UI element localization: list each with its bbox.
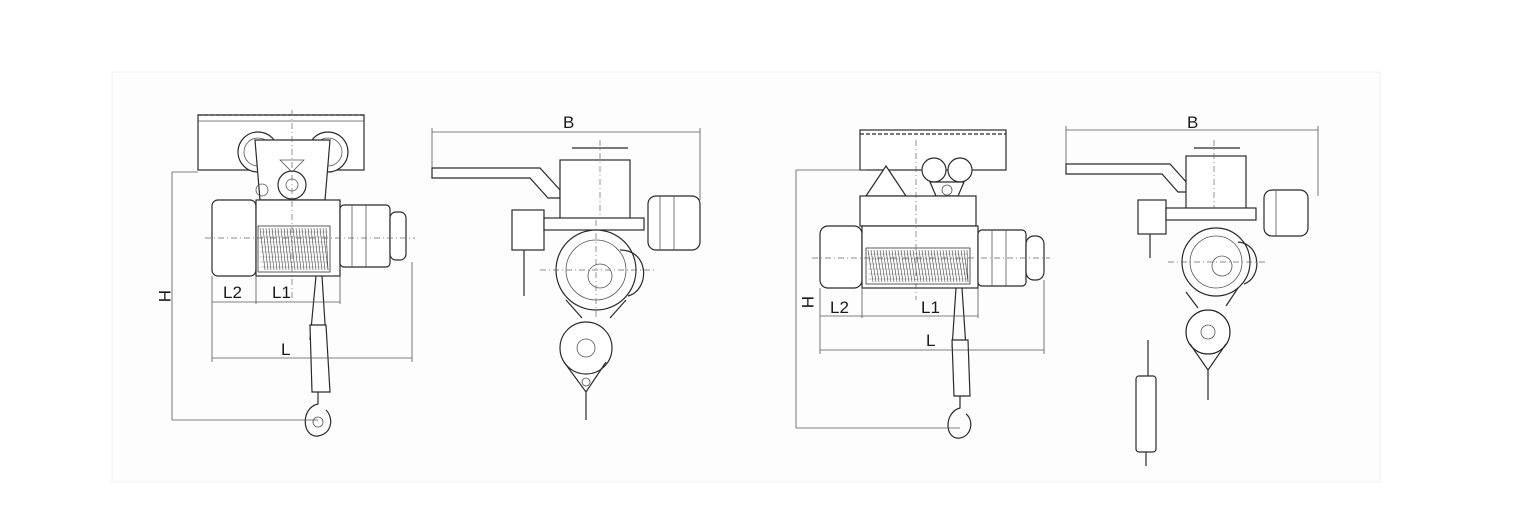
hook-block <box>309 324 331 393</box>
drum-rope-strand <box>286 227 293 271</box>
drum-rope-strand <box>313 227 320 271</box>
drum-rope-strand <box>915 249 922 283</box>
i-beam <box>859 129 1007 171</box>
drum-rope-strand <box>283 227 290 271</box>
drum-rope-strand <box>262 227 269 271</box>
drum-rope-strand <box>316 227 323 271</box>
hook <box>947 396 972 439</box>
drum-rope-strand <box>942 249 949 283</box>
drum-rope-strand <box>909 249 916 283</box>
trolley-side <box>559 159 631 221</box>
drum-rope-strand <box>966 249 969 283</box>
drum-rope-strand <box>930 249 937 283</box>
drum-rope-strand <box>918 249 925 283</box>
drum-rope-strand <box>322 227 329 271</box>
drum-rope-strand <box>924 249 931 283</box>
drum-rope-strand <box>876 249 883 283</box>
dim-label-l2: L2 <box>223 283 242 302</box>
drum-rope-strand <box>903 249 910 283</box>
drum-rope-strand <box>939 249 946 283</box>
controller-box <box>511 209 545 251</box>
beam-flange <box>431 167 561 199</box>
drum-rope-strand <box>963 249 969 283</box>
drum-rope-strand <box>933 249 940 283</box>
dim-label-width: B <box>563 113 574 132</box>
trolley-wheel-left <box>921 157 947 183</box>
drum-rope-strand <box>888 249 895 283</box>
drum-rope-strand <box>885 249 892 283</box>
dim-label-l2: L2 <box>830 298 849 317</box>
drum-rope-strand <box>891 249 898 283</box>
dim-label-length: L <box>926 331 935 350</box>
drum-rope-strand <box>912 249 919 283</box>
dim-label-width: B <box>1187 113 1198 132</box>
motor <box>339 204 391 268</box>
drum-rope-strand <box>295 227 302 271</box>
dim-label-length: L <box>281 340 290 359</box>
dim-label-height: H <box>798 296 817 308</box>
drum-rope-strand <box>954 249 961 283</box>
hook-block-side <box>1185 309 1231 355</box>
dim-label-height: H <box>155 290 174 302</box>
drum-rope-strand <box>870 249 877 283</box>
drum-rope-strand <box>277 227 284 271</box>
drum-rope-strand <box>292 227 299 271</box>
drum-rope-strand <box>897 249 904 283</box>
travel-motor <box>1263 189 1309 237</box>
beam-flange <box>1065 163 1189 193</box>
pendant-control <box>1135 375 1157 453</box>
drum-rope-strand <box>879 249 886 283</box>
drum-rope-strand <box>280 227 287 271</box>
drum-rope-strand <box>268 227 275 271</box>
drum-rope-strand <box>906 249 913 283</box>
drum-rope-strand <box>957 249 964 283</box>
drum-rope-strand <box>307 227 314 271</box>
hoist-1-side-view: B <box>431 113 701 420</box>
drum-rope-strand <box>948 249 955 283</box>
top-cover <box>859 195 977 227</box>
drum-rope-strand <box>894 249 901 283</box>
drum-rope-strand <box>298 227 305 271</box>
drum-rope-strand <box>271 227 278 271</box>
hoist-1-front-view: H L2 L1 L <box>155 110 415 437</box>
drum-rope-strand <box>310 227 317 271</box>
drum-rope-strand <box>867 249 874 283</box>
drum-rope-strand <box>265 227 272 271</box>
drum-rope-strand <box>921 249 928 283</box>
drum-rope-strand <box>900 249 907 283</box>
hook <box>304 392 332 437</box>
drum-rope-strand <box>289 227 296 271</box>
dim-label-l1: L1 <box>272 283 291 302</box>
drum-rope-strand <box>259 227 266 271</box>
gearbox <box>819 225 863 289</box>
drum-rope-strand <box>274 227 281 271</box>
trolley-wheel-right <box>947 157 973 183</box>
drum-rope-strand <box>301 227 308 271</box>
drum-rope-strand <box>951 249 958 283</box>
drum-rope-strand <box>319 227 326 271</box>
drum-rope-strand <box>945 249 952 283</box>
hoist-2-front-view: H L2 L1 L <box>795 129 1050 439</box>
drum-rope-strand <box>927 249 934 283</box>
trolley-side <box>1185 155 1247 215</box>
rope-drum <box>257 225 331 273</box>
hook-block-side <box>559 321 613 375</box>
drum-rope-strand <box>960 249 967 283</box>
drum-rope-strand <box>325 227 329 271</box>
drum-rope-strand <box>304 227 311 271</box>
drum-rope-strand <box>873 249 880 283</box>
drum-rope-strand <box>882 249 889 283</box>
controller-box <box>1137 199 1167 235</box>
drum-rope-strand <box>936 249 943 283</box>
dim-label-l1: L1 <box>921 298 940 317</box>
hoist-2-side-view: B <box>1065 113 1319 466</box>
hook-block <box>951 339 971 397</box>
